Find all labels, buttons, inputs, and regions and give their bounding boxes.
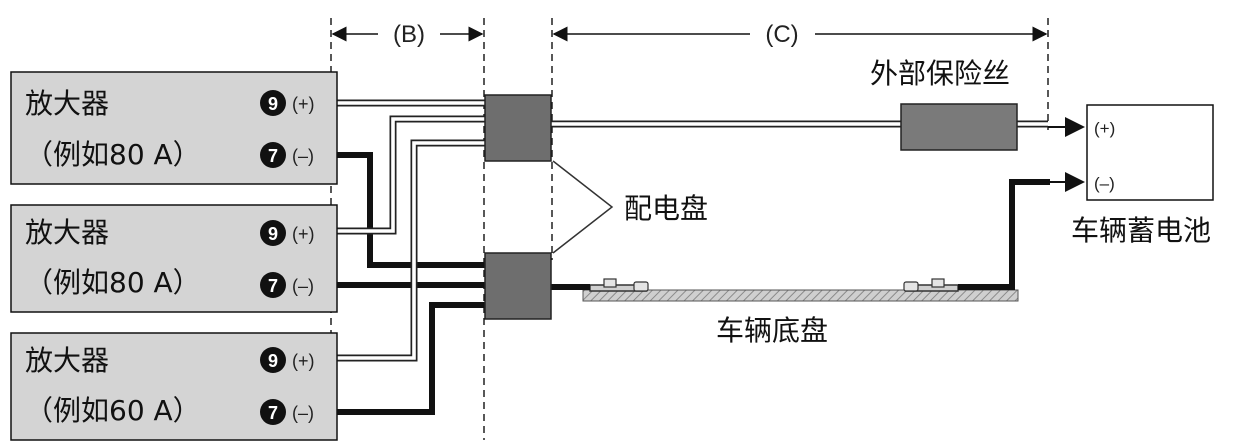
positive-terminal-number: 9: [268, 94, 278, 114]
negative-terminal-sign: (–): [292, 146, 314, 166]
amplifier-2: 放大器 （例如80 A） 9 (+) 7 (–): [10, 204, 338, 313]
negative-terminal-number: 7: [268, 403, 278, 423]
amplifier-3: 放大器 （例如60 A） 9 (+) 7 (–): [10, 332, 338, 441]
dimension-b: (B): [331, 21, 484, 48]
positive-terminal-sign: (+): [292, 351, 315, 371]
battery-positive-terminal: (+): [1094, 119, 1115, 138]
positive-terminal-sign: (+): [292, 224, 315, 244]
vehicle-chassis-label: 车辆底盘: [716, 314, 828, 347]
dimension-c-label: (C): [765, 21, 798, 48]
battery-negative-terminal: (–): [1094, 174, 1115, 193]
distribution-panel-bracket: [552, 160, 614, 254]
amplifier-1: 放大器 （例如80 A） 9 (+) 7 (–): [10, 71, 338, 185]
terminal-badge-icon: [260, 142, 286, 168]
dimension-b-label: (B): [393, 21, 425, 48]
vehicle-battery: [1086, 104, 1214, 201]
amplifier-rating: （例如80 A）: [25, 138, 201, 171]
ground-wires: [337, 152, 1050, 415]
chassis-ground-lug-left: [589, 278, 649, 292]
terminal-badge-icon: [260, 399, 286, 425]
amplifier-rating: （例如60 A）: [25, 394, 201, 427]
amplifier-title: 放大器: [25, 216, 109, 249]
distribution-panel-label: 配电盘: [624, 192, 708, 225]
negative-terminal-number: 7: [268, 146, 278, 166]
positive-terminal-number: 9: [268, 351, 278, 371]
distribution-block-negative: [484, 252, 552, 320]
terminal-badge-icon: [260, 347, 286, 373]
vehicle-battery-label: 车辆蓄电池: [1071, 214, 1211, 247]
terminal-badge-icon: [260, 220, 286, 246]
amplifier-title: 放大器: [25, 87, 109, 120]
amplifier-rating: （例如80 A）: [25, 266, 201, 299]
terminal-badge-icon: [260, 90, 286, 116]
amplifier-title: 放大器: [25, 344, 109, 377]
vehicle-chassis: [582, 289, 1019, 302]
chassis-ground-lug-right: [903, 278, 959, 292]
external-fuse: [900, 103, 1018, 151]
external-fuse-label: 外部保险丝: [870, 57, 1010, 90]
positive-terminal-sign: (+): [292, 94, 315, 114]
negative-terminal-number: 7: [268, 276, 278, 296]
negative-terminal-sign: (–): [292, 403, 314, 423]
terminal-badge-icon: [260, 272, 286, 298]
positive-terminal-number: 9: [268, 224, 278, 244]
negative-terminal-sign: (–): [292, 276, 314, 296]
positive-wires: [337, 99, 1048, 362]
dimension-c: (C): [552, 21, 1048, 48]
distribution-block-positive: [484, 94, 552, 162]
